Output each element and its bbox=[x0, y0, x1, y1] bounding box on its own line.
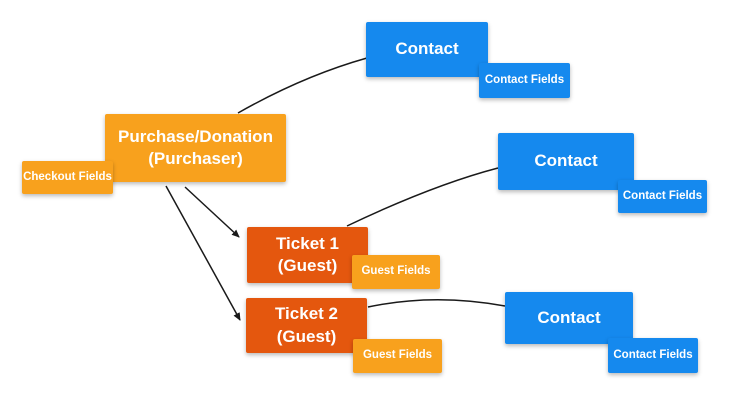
node-purchase-donation: Purchase/Donation (Purchaser) bbox=[105, 114, 286, 182]
connector-ticket1-to-contact-mid bbox=[346, 167, 499, 227]
node-ticket2-guest: Ticket 2 (Guest) bbox=[246, 298, 367, 353]
node-contact-bottom-fields: Contact Fields bbox=[608, 338, 698, 373]
node-guest2-fields: Guest Fields bbox=[353, 339, 442, 373]
node-checkout-fields: Checkout Fields bbox=[22, 161, 113, 194]
node-contact-top: Contact bbox=[366, 22, 488, 77]
node-ticket2-label-line1: Ticket 2 bbox=[274, 304, 338, 324]
node-contact-mid-fields-label: Contact Fields bbox=[622, 189, 703, 202]
node-contact-mid-label: Contact bbox=[534, 151, 598, 171]
node-checkout-fields-label: Checkout Fields bbox=[23, 170, 112, 183]
node-guest2-fields-label: Guest Fields bbox=[362, 349, 433, 362]
connector-purchase-to-ticket2 bbox=[165, 185, 241, 321]
node-contact-bottom: Contact bbox=[505, 292, 633, 344]
node-contact-top-fields: Contact Fields bbox=[479, 63, 570, 98]
node-contact-top-label: Contact bbox=[395, 39, 459, 59]
node-contact-top-fields-label: Contact Fields bbox=[484, 73, 565, 86]
connector-purchase-to-contact-top bbox=[237, 57, 368, 114]
node-ticket2-label-line2: (Guest) bbox=[276, 326, 337, 346]
node-guest1-fields-label: Guest Fields bbox=[361, 265, 431, 278]
node-contact-bottom-fields-label: Contact Fields bbox=[613, 348, 693, 361]
node-contact-bottom-label: Contact bbox=[537, 307, 601, 327]
node-ticket1-label-line1: Ticket 1 bbox=[275, 233, 339, 253]
node-purchase-label-line2: (Purchaser) bbox=[148, 149, 243, 168]
node-purchase-label-line1: Purchase/Donation bbox=[118, 126, 273, 146]
node-contact-mid-fields: Contact Fields bbox=[618, 180, 707, 213]
connector-ticket2-to-contact-bottom bbox=[367, 299, 506, 308]
node-contact-mid: Contact bbox=[498, 133, 634, 190]
node-ticket1-guest: Ticket 1 (Guest) bbox=[247, 227, 368, 283]
connector-purchase-to-ticket1 bbox=[184, 186, 240, 238]
node-guest1-fields: Guest Fields bbox=[352, 255, 440, 289]
node-ticket1-label-line2: (Guest) bbox=[277, 256, 338, 275]
